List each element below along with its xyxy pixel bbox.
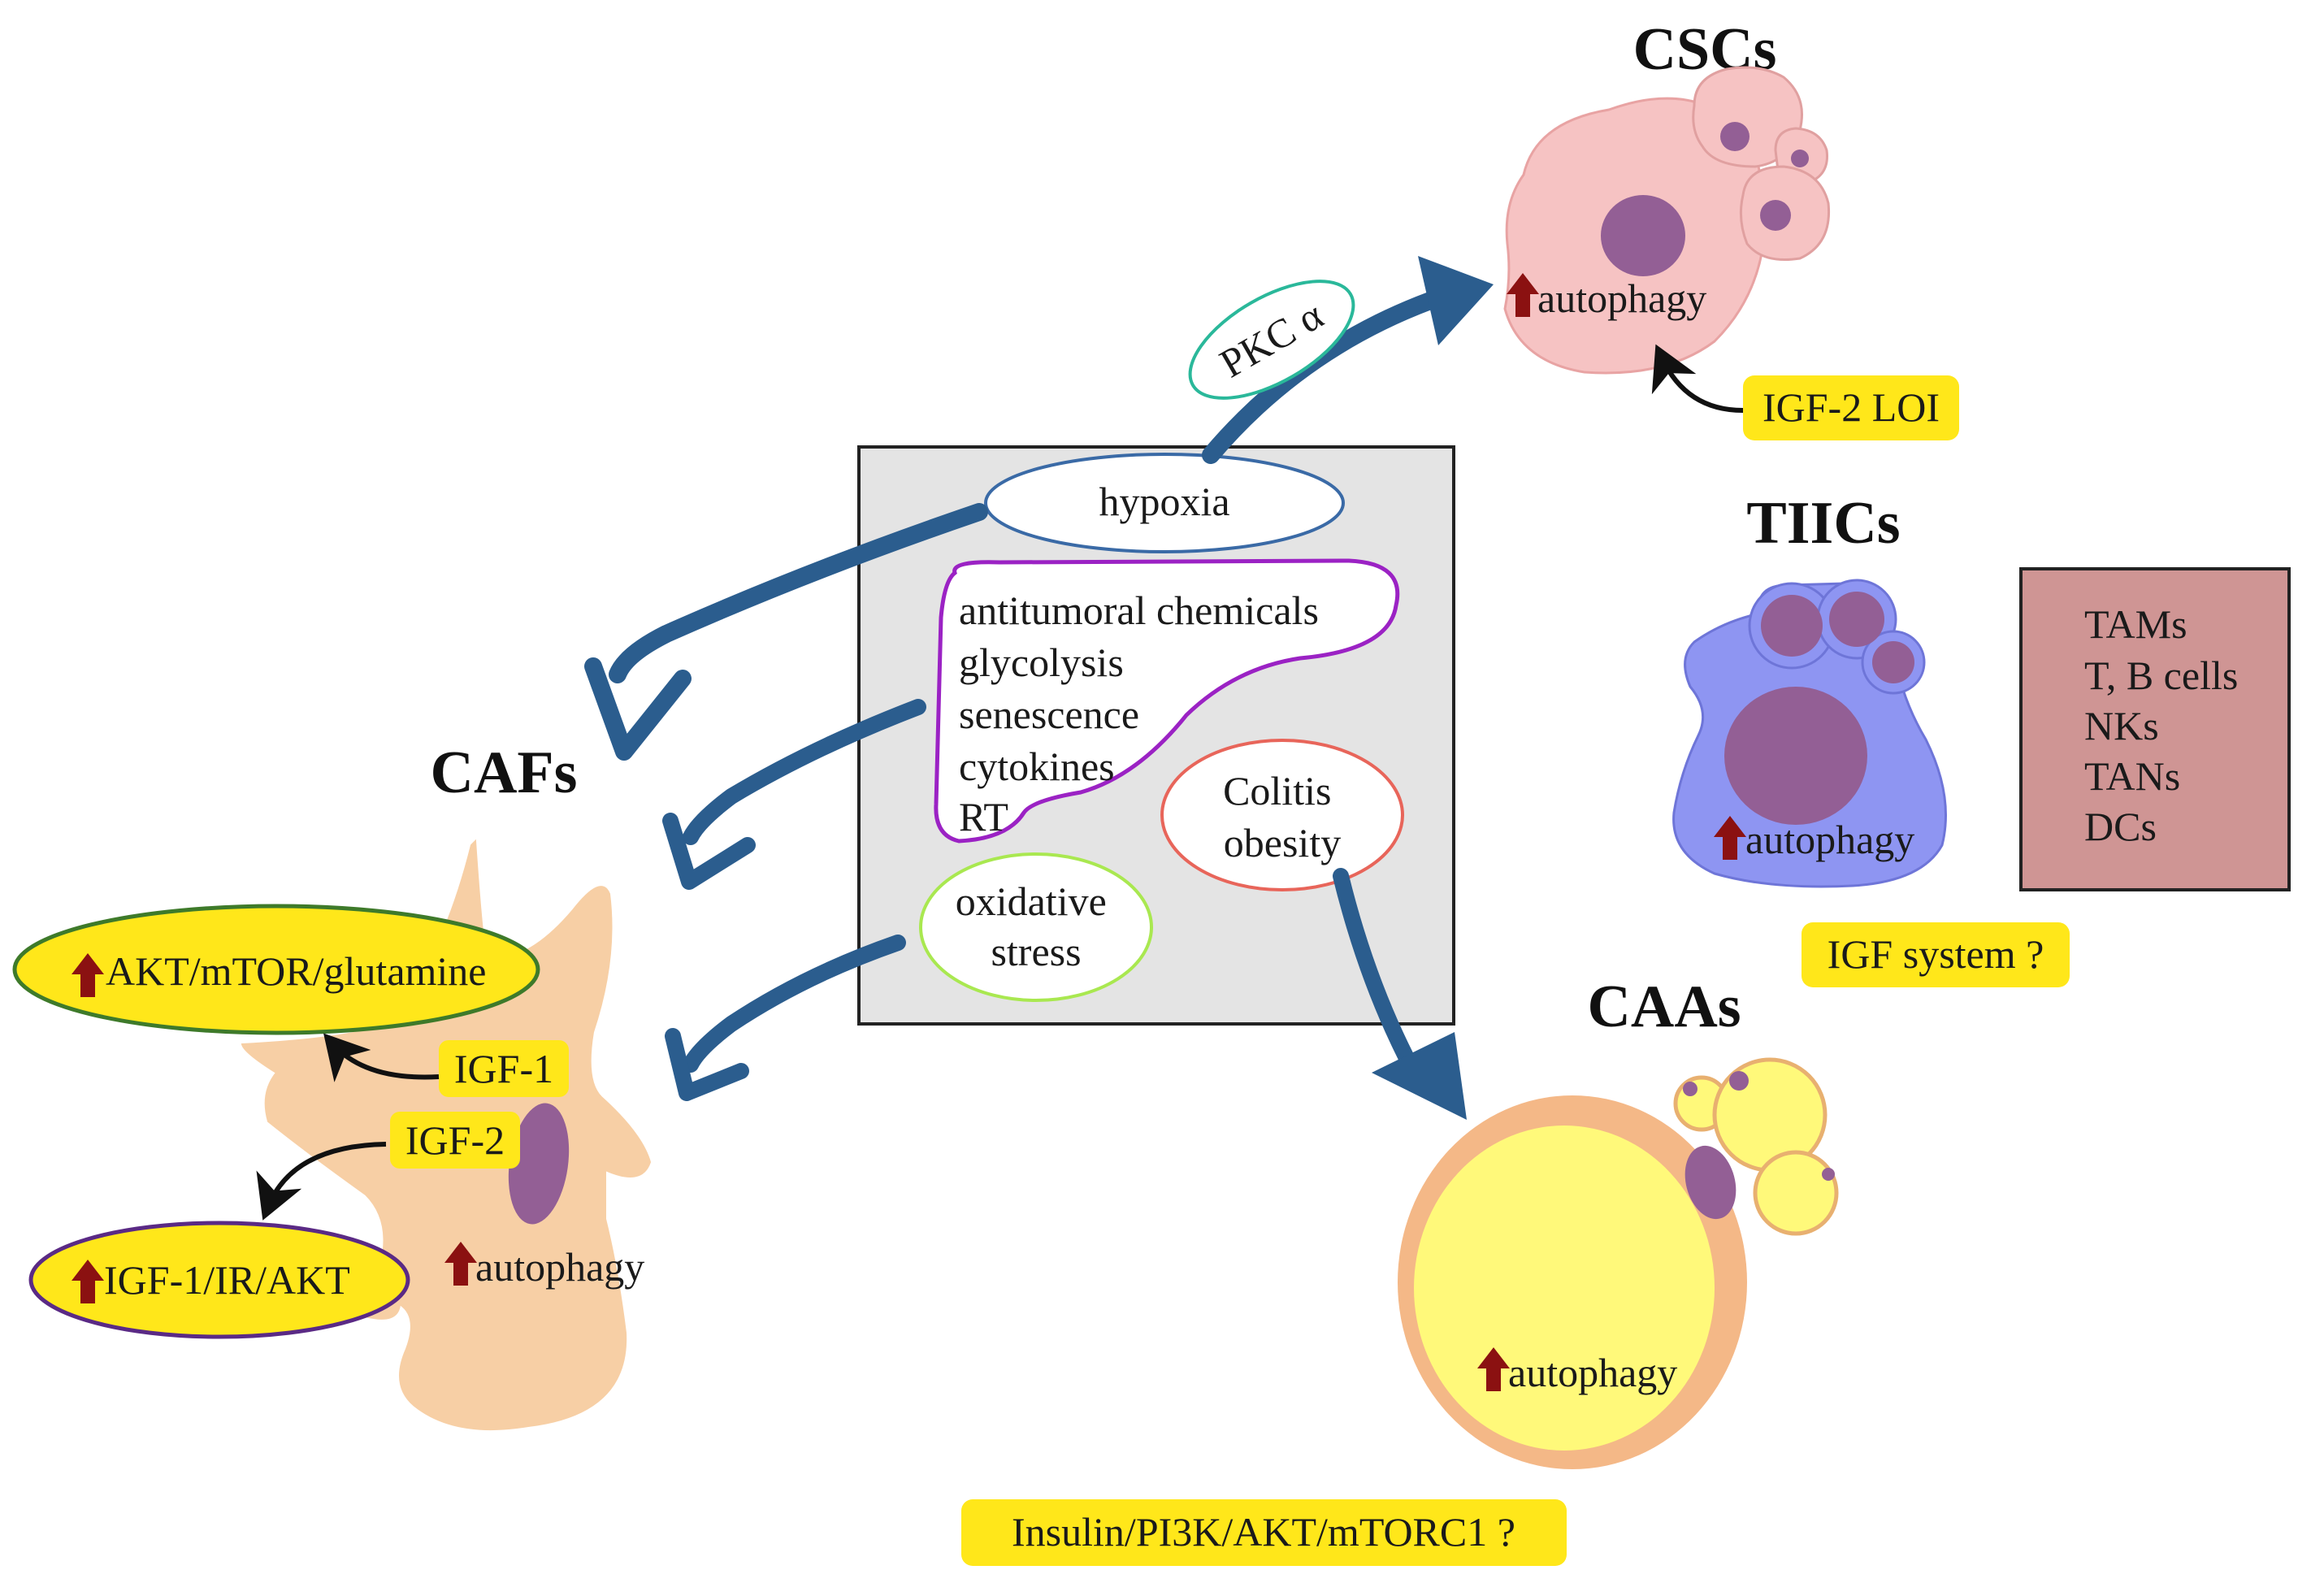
caa-adipocyte-main [1414,1125,1715,1451]
caa-nucleus-small-2 [1729,1071,1749,1091]
caf-title: CAFs [431,739,578,806]
arrow-stimuli-to-caf [662,699,926,890]
svg-text:oxidative stress: oxidative stress [956,878,1117,974]
cell-type-tams: TAMs [2084,601,2187,647]
caf-autophagy-label: autophagy [475,1244,644,1290]
igf1-label: IGF-1 [454,1046,553,1091]
caa-cell-cluster [1398,1057,1839,1469]
igf2-loi-badge: IGF-2 LOI [1743,375,1959,440]
arrow-hypoxia-to-caf [584,503,988,761]
akt-mtor-glutamine-label: AKT/mTOR/glutamine [106,948,486,994]
arrow-igf1-to-akt [323,1033,440,1082]
tiic-nucleus-main [1724,687,1867,825]
cell-type-dcs: DCs [2084,804,2157,849]
obesity-label: obesity [1224,820,1341,865]
oxidative-stress-ellipse: oxidative stress [919,852,1153,1002]
caf-nucleus [508,1103,570,1225]
hypoxia-ellipse: hypoxia [984,453,1345,553]
arrow-igf2loi-to-csc [1651,344,1744,413]
caa-nucleus-small-3 [1822,1168,1835,1181]
stimuli-blob: antitumoral chemicals glycolysis senesce… [934,558,1400,844]
csc-nucleus-small-3 [1760,200,1791,231]
igf1-badge: IGF-1 [439,1040,569,1097]
igf-system-badge: IGF system ? [1802,922,2070,987]
cell-type-tans: TANs [2084,753,2180,799]
arrow-oxidative-to-caf [665,935,906,1101]
arrow-colitis-to-caa [1333,868,1467,1120]
igf2-label: IGF-2 [405,1117,505,1163]
oxidative-label: oxidative [956,878,1107,924]
stimuli-list: antitumoral chemicals glycolysis senesce… [959,588,1329,839]
tiic-title: TIICs [1746,490,1900,557]
igf1-ir-akt-ellipse: IGF-1/IR/AKT [28,1221,410,1339]
stimulus-cytokines: cytokines [959,744,1115,789]
caa-adipocyte-small-3 [1753,1150,1839,1236]
hypoxia-label: hypoxia [1099,479,1229,524]
stimulus-rt: RT [959,794,1008,839]
caa-nucleus-small-1 [1683,1082,1697,1096]
caa-nucleus-main [1684,1145,1737,1220]
csc-nucleus-main [1601,195,1685,276]
tiic-nucleus-small-1 [1761,595,1823,657]
tiic-autophagy-label: autophagy [1745,817,1914,862]
csc-nucleus-small-2 [1791,150,1809,167]
insulin-pathway-badge: Insulin/PI3K/AKT/mTORC1 ? [961,1499,1567,1566]
igf-system-label: IGF system ? [1828,931,2044,977]
colitis-obesity-ellipse: Colitis obesity [1160,739,1404,891]
csc-cell-cluster [1503,66,1831,375]
svg-text:Colitis obesity: Colitis obesity [1223,768,1342,865]
csc-nucleus-small-1 [1720,122,1750,151]
stimulus-antitumoral: antitumoral chemicals [959,588,1319,633]
csc-autophagy-label: autophagy [1537,275,1706,321]
svg-text:TAMs T, B cells NK: TAMs T, B cells NKs TANs DCs [2084,601,2248,849]
cell-type-t-b-cells: T, B cells [2084,653,2238,698]
igf2-badge: IGF-2 [390,1112,520,1169]
caa-title: CAAs [1587,974,1741,1040]
cell-type-nks: NKs [2084,703,2159,748]
caa-autophagy-label: autophagy [1508,1350,1677,1395]
colitis-label: Colitis [1223,768,1331,813]
akt-mtor-glutamine-ellipse: AKT/mTOR/glutamine [12,904,540,1035]
igf1-ir-akt-label: IGF-1/IR/AKT [104,1257,350,1303]
stress-label: stress [991,929,1081,974]
tiic-nucleus-small-2 [1829,592,1884,647]
insulin-pathway-label: Insulin/PI3K/AKT/mTORC1 ? [1012,1509,1515,1555]
tiic-cell-types-box: TAMs T, B cells NKs TANs DCs [2019,567,2291,891]
igf2-loi-label: IGF-2 LOI [1763,384,1940,430]
stimulus-glycolysis: glycolysis [959,640,1124,685]
tiic-cell-cluster [1672,579,1947,888]
arrow-igf2-to-igf1r [256,1142,387,1221]
tiic-nucleus-small-3 [1872,641,1914,683]
stimulus-senescence: senescence [959,692,1139,737]
